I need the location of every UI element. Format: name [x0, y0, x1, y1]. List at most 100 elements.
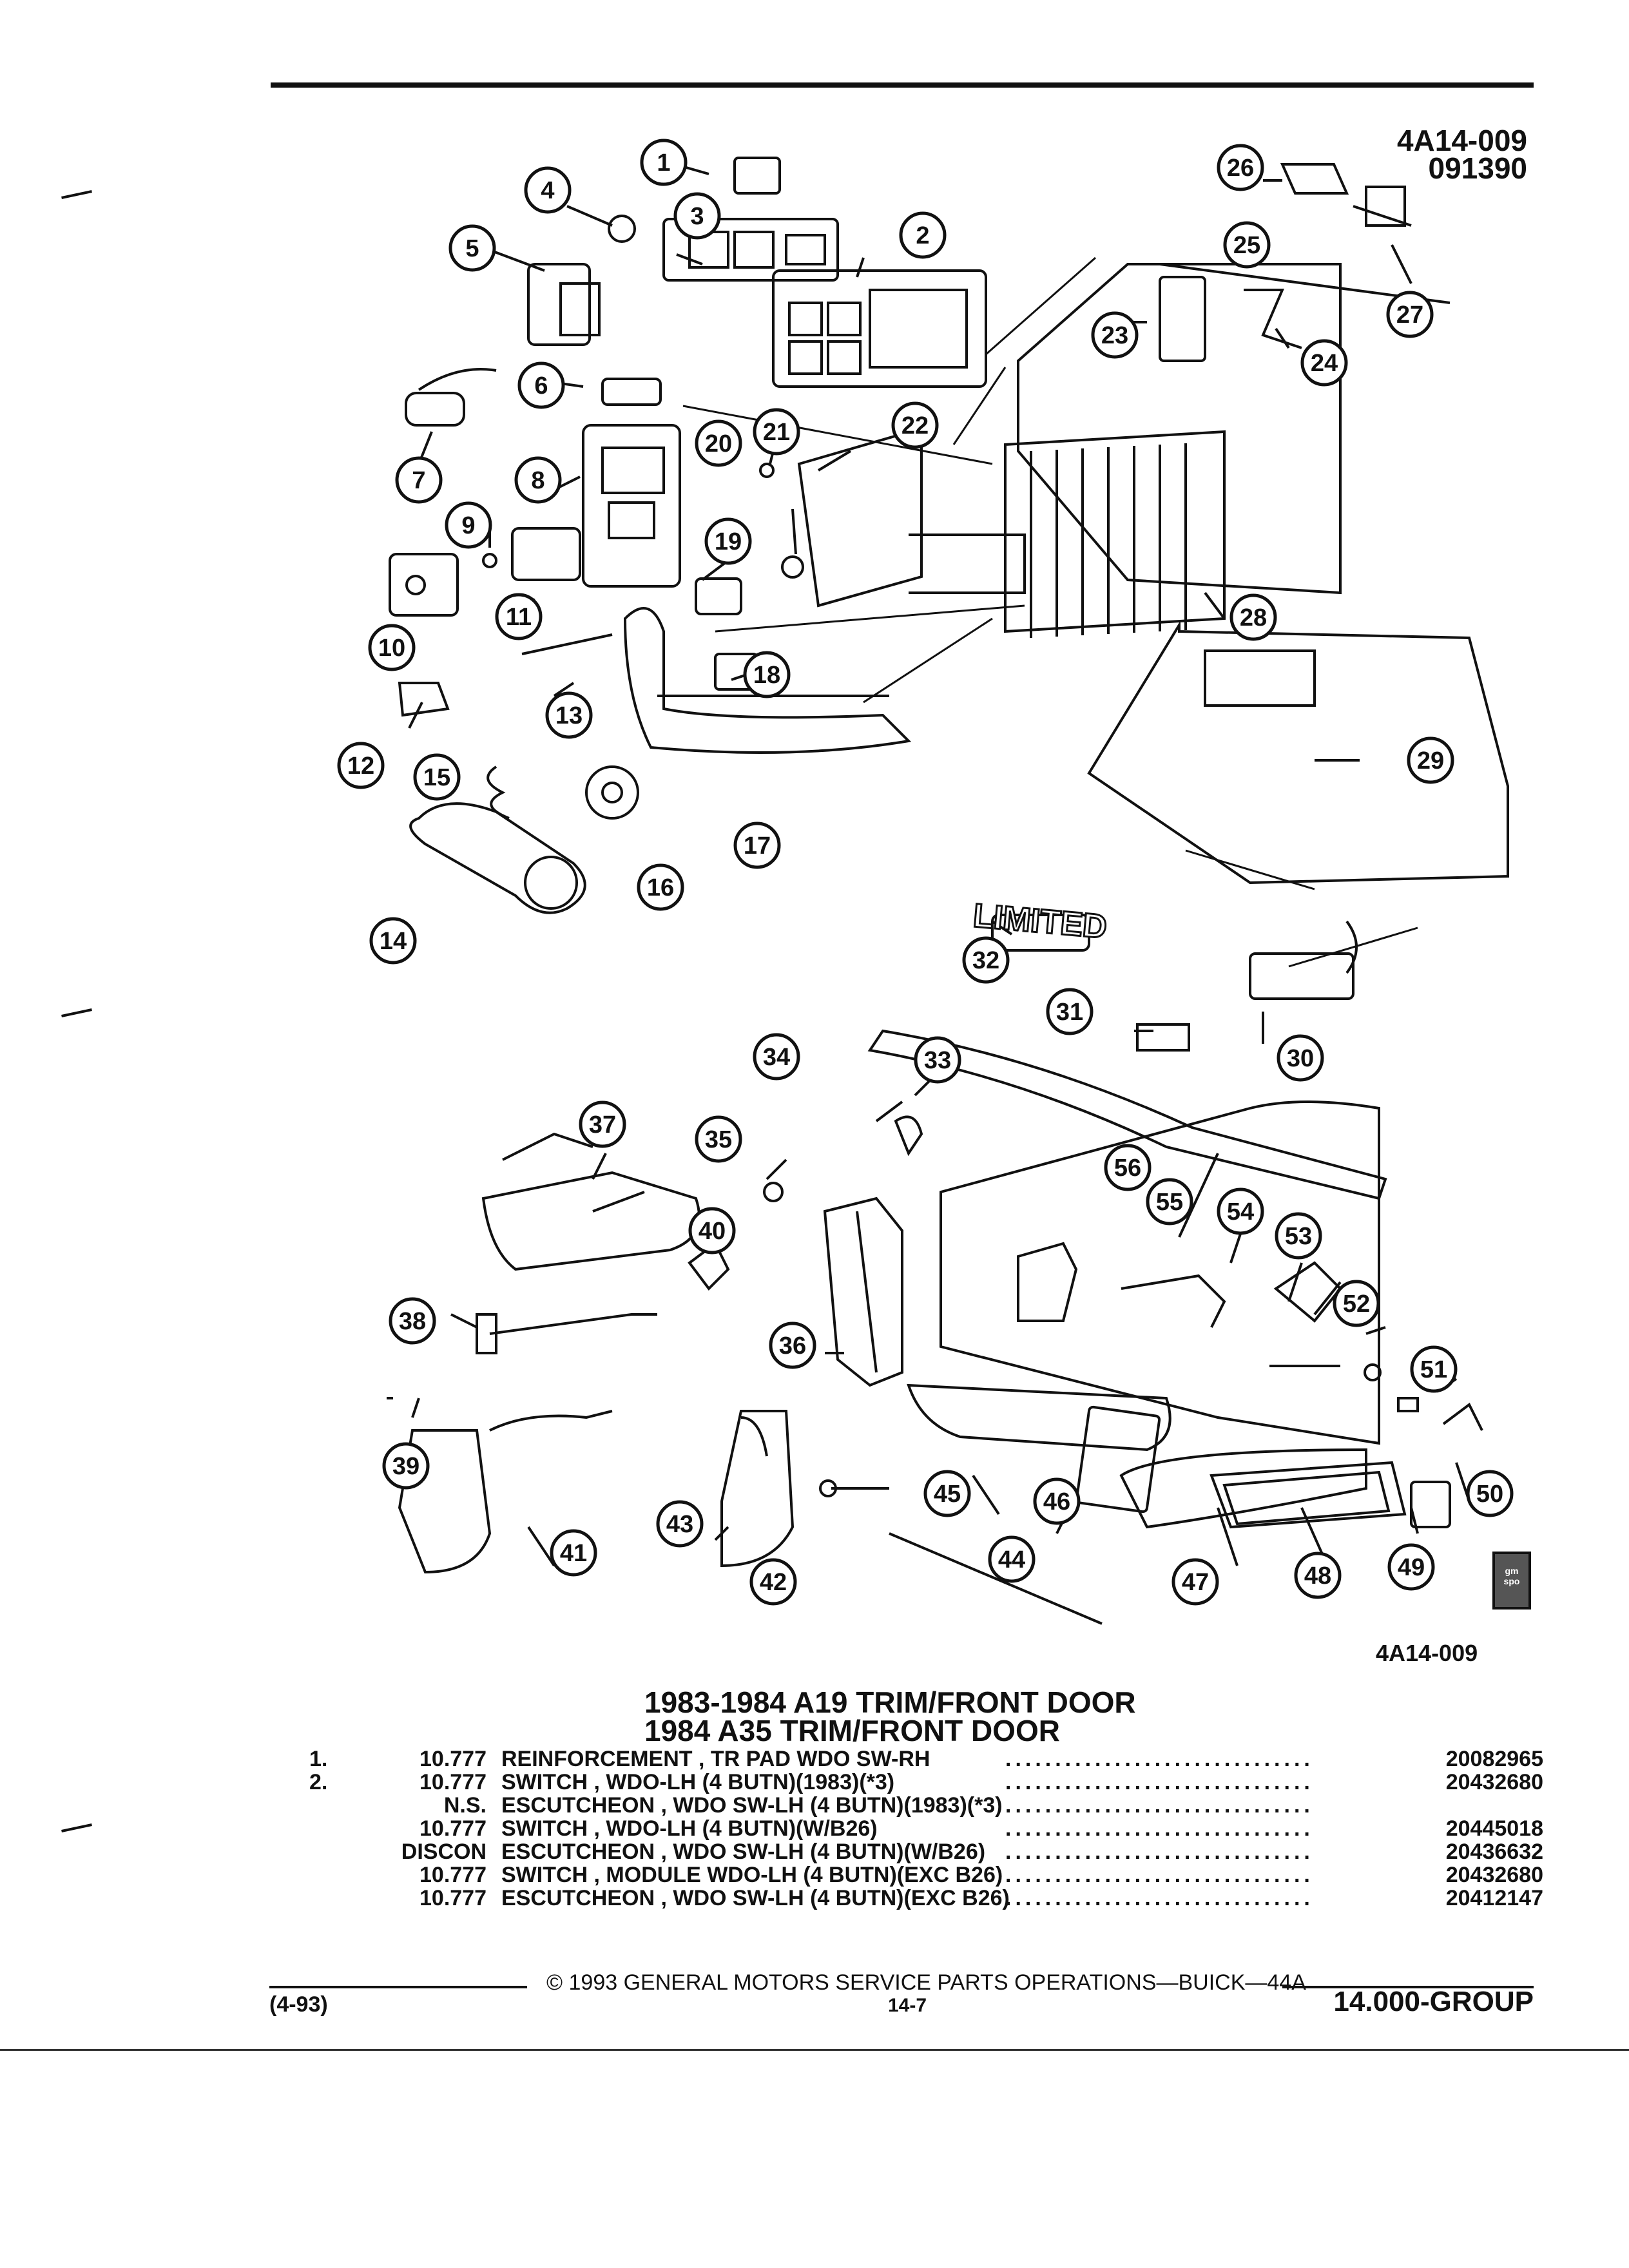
callout-number: 31: [1056, 999, 1083, 1026]
callout-27: [1386, 291, 1434, 338]
callout-number: 27: [1396, 302, 1423, 329]
level-code: 10.777: [419, 1747, 487, 1771]
callout-number: 15: [423, 764, 450, 791]
callout-number: 24: [1311, 350, 1338, 377]
callout-25: [1223, 221, 1271, 269]
callout-number: 16: [647, 874, 674, 901]
callout-52: [1333, 1280, 1380, 1327]
callout-8: [514, 456, 562, 504]
callout-number: 5: [465, 235, 479, 262]
part-description: SWITCH , WDO-LH (4 BUTN)(1983)(*3): [501, 1770, 895, 1794]
callout-number: 12: [347, 753, 374, 780]
callout-number: 8: [531, 467, 545, 494]
footer-rule-right: [1282, 1986, 1534, 1988]
section-title-2: 1984 A35 TRIM/FRONT DOOR: [644, 1714, 1060, 1747]
callout-number: 2: [916, 222, 929, 249]
callout-44: [988, 1535, 1036, 1583]
callout-number: 17: [744, 832, 771, 860]
callout-number: 32: [972, 947, 999, 974]
callout-number: 26: [1227, 155, 1254, 182]
callout-4: [524, 166, 572, 214]
callout-45: [923, 1470, 971, 1517]
callout-11: [495, 593, 543, 640]
callout-37: [579, 1100, 626, 1148]
callout-32: [962, 936, 1010, 984]
callout-number: 21: [763, 419, 790, 446]
leader-dots: ...............................: [1005, 1770, 1314, 1794]
leader-dots: ...............................: [1005, 1886, 1314, 1910]
callout-50: [1466, 1470, 1514, 1517]
callout-markers: [337, 139, 1514, 1606]
part-number: 20412147: [1445, 1886, 1543, 1910]
footer-rule-left: [269, 1986, 527, 1988]
callout-35: [695, 1115, 742, 1163]
leader-dots: ...............................: [1005, 1816, 1314, 1841]
callout-number: 6: [534, 372, 548, 399]
callout-number: 54: [1227, 1198, 1254, 1225]
part-number: 20082965: [1445, 1747, 1543, 1771]
callout-number: 52: [1343, 1291, 1370, 1318]
callout-number: 30: [1287, 1045, 1314, 1072]
callout-40: [688, 1207, 736, 1254]
level-code: 10.777: [419, 1770, 487, 1794]
callout-number: 47: [1182, 1569, 1209, 1596]
callout-9: [445, 501, 492, 549]
callout-21: [753, 408, 800, 456]
callout-48: [1294, 1552, 1342, 1599]
callout-36: [769, 1321, 816, 1369]
callout-number: 20: [705, 430, 732, 457]
callout-number: 37: [589, 1111, 616, 1139]
callout-47: [1171, 1558, 1219, 1606]
callout-6: [517, 361, 565, 409]
level-code: 10.777: [419, 1886, 487, 1910]
callout-number: 46: [1043, 1488, 1070, 1515]
part-description: ESCUTCHEON , WDO SW-LH (4 BUTN)(W/B26): [501, 1840, 986, 1864]
callout-number: 51: [1420, 1356, 1447, 1383]
level-code: 10.777: [419, 1816, 487, 1841]
figure-date: 091390: [1428, 151, 1528, 185]
callout-46: [1033, 1477, 1081, 1525]
callout-number: 34: [763, 1044, 790, 1071]
callout-number: 45: [934, 1481, 961, 1508]
level-code: N.S.: [443, 1793, 487, 1818]
callout-18: [743, 651, 791, 698]
callout-number: 29: [1417, 747, 1444, 774]
callout-13: [545, 691, 593, 739]
part-description: REINFORCEMENT , TR PAD WDO SW-RH: [501, 1747, 930, 1771]
callout-42: [749, 1558, 797, 1606]
callout-number: 56: [1114, 1155, 1141, 1182]
callout-23: [1091, 311, 1139, 359]
callout-number: 33: [924, 1047, 951, 1074]
leader-dots: ...............................: [1005, 1863, 1314, 1887]
callout-54: [1217, 1187, 1264, 1235]
callout-number: 11: [506, 604, 532, 631]
gm-spo-logo: gm spo: [1492, 1552, 1531, 1610]
page-number: 14-7: [888, 1995, 927, 2016]
part-number: 20432680: [1445, 1770, 1543, 1794]
part-number: 20436632: [1445, 1840, 1543, 1864]
callout-15: [413, 753, 461, 801]
callout-number: 44: [998, 1546, 1025, 1573]
callout-26: [1217, 144, 1264, 191]
callout-51: [1410, 1345, 1458, 1393]
leader-dots: ...............................: [1005, 1747, 1314, 1771]
callout-number: 40: [699, 1218, 726, 1245]
callout-16: [637, 863, 684, 911]
callout-49: [1387, 1543, 1435, 1591]
callout-55: [1146, 1178, 1193, 1225]
callout-number: 7: [412, 467, 425, 494]
level-code: DISCON: [401, 1840, 487, 1864]
callout-number: 35: [705, 1126, 732, 1153]
callout-33: [914, 1036, 961, 1084]
part-number: 20445018: [1445, 1816, 1543, 1841]
callout-30: [1277, 1034, 1324, 1082]
callout-14: [369, 917, 417, 965]
gm-spo-logo-text: gm spo: [1503, 1566, 1520, 1586]
callout-31: [1046, 988, 1094, 1035]
part-description: SWITCH , MODULE WDO-LH (4 BUTN)(EXC B26): [501, 1863, 1003, 1887]
callout-12: [337, 742, 385, 789]
callout-number: 4: [541, 177, 554, 204]
callout-28: [1229, 593, 1277, 641]
callout-10: [368, 624, 416, 671]
callout-38: [389, 1297, 436, 1345]
